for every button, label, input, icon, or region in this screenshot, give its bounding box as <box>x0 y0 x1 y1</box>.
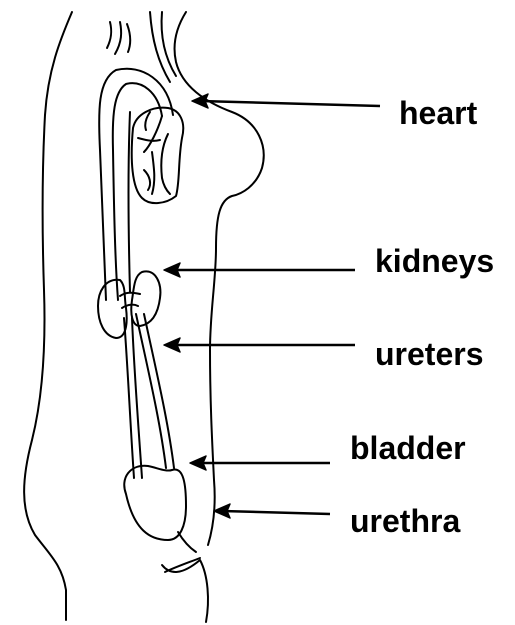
heart-arrow <box>200 101 380 106</box>
urethra-label: urethra <box>350 505 460 537</box>
urethra-arrow <box>222 511 330 514</box>
kidneys-label: kidneys <box>375 245 494 277</box>
bladder-arrowhead <box>190 456 206 470</box>
urethra-arrowhead <box>214 504 230 518</box>
heart-label: heart <box>399 97 477 129</box>
ureters-label: ureters <box>375 338 484 370</box>
kidneys-arrowhead <box>164 263 180 277</box>
heart-arrowhead <box>192 94 208 108</box>
ureters-arrowhead <box>164 338 180 352</box>
bladder-label: bladder <box>350 432 466 464</box>
